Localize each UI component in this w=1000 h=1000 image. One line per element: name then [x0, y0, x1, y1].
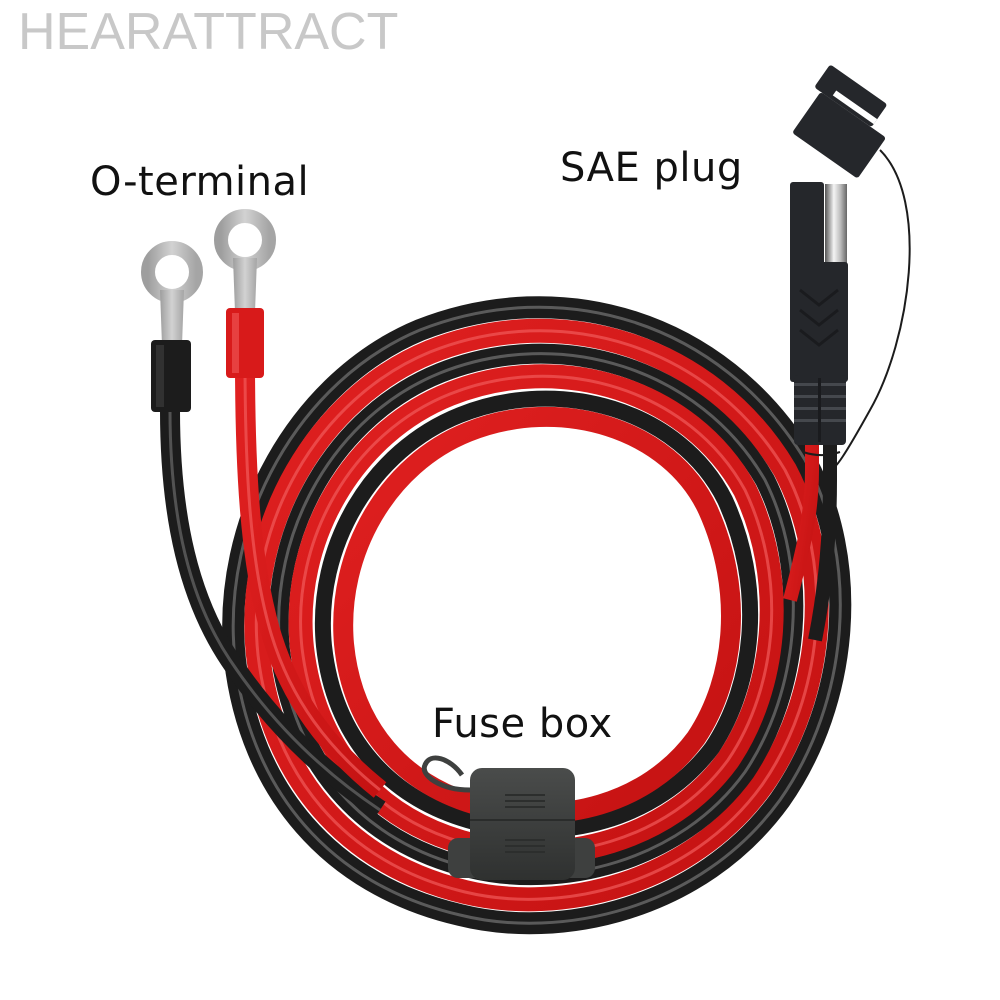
- label-sae-plug: SAE plug: [560, 145, 743, 191]
- red-sleeve: [226, 308, 264, 378]
- sae-plug: [790, 182, 848, 445]
- watermark-text: HEARATTRACT: [18, 3, 399, 61]
- o-terminal-red: [214, 209, 276, 378]
- terminal-leads: [160, 359, 387, 819]
- fuse-box: [421, 755, 595, 880]
- sae-pin: [825, 184, 847, 272]
- sae-leads: [783, 440, 841, 642]
- label-fuse-box: Fuse box: [432, 701, 613, 747]
- cable-coil: [222, 296, 852, 935]
- label-o-terminal: O-terminal: [90, 159, 310, 205]
- sae-dust-cap: [793, 65, 887, 178]
- fuse-grip-lines: [505, 794, 545, 853]
- o-terminal-black: [141, 241, 203, 412]
- sae-cap-tether: [829, 149, 911, 471]
